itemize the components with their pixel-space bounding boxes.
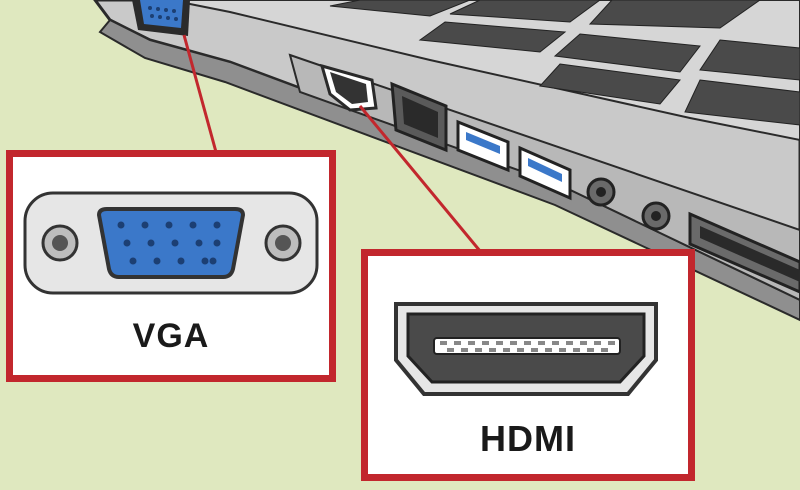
hdmi-callout: HDMI (361, 249, 695, 481)
keyboard-keys (329, 0, 800, 126)
vga-callout: VGA (6, 150, 336, 382)
hdmi-label: HDMI (480, 418, 576, 459)
ethernet-port-icon (390, 81, 448, 153)
vga-label: VGA (132, 317, 210, 355)
card-slot-icon (688, 211, 800, 294)
keyboard-deck (169, 0, 800, 142)
side-edge (98, 18, 800, 322)
hdmi-leader-line (358, 105, 482, 252)
usb-port-icon (518, 145, 572, 201)
audio-jack-icon (586, 177, 616, 207)
audio-jack-icon (641, 201, 671, 231)
vga-port-icon (132, 0, 190, 36)
usb-port-icon (456, 119, 510, 173)
vga-port-closeup-icon (23, 191, 319, 295)
hdmi-port-closeup-icon (394, 302, 658, 396)
vga-leader-line (182, 34, 218, 153)
